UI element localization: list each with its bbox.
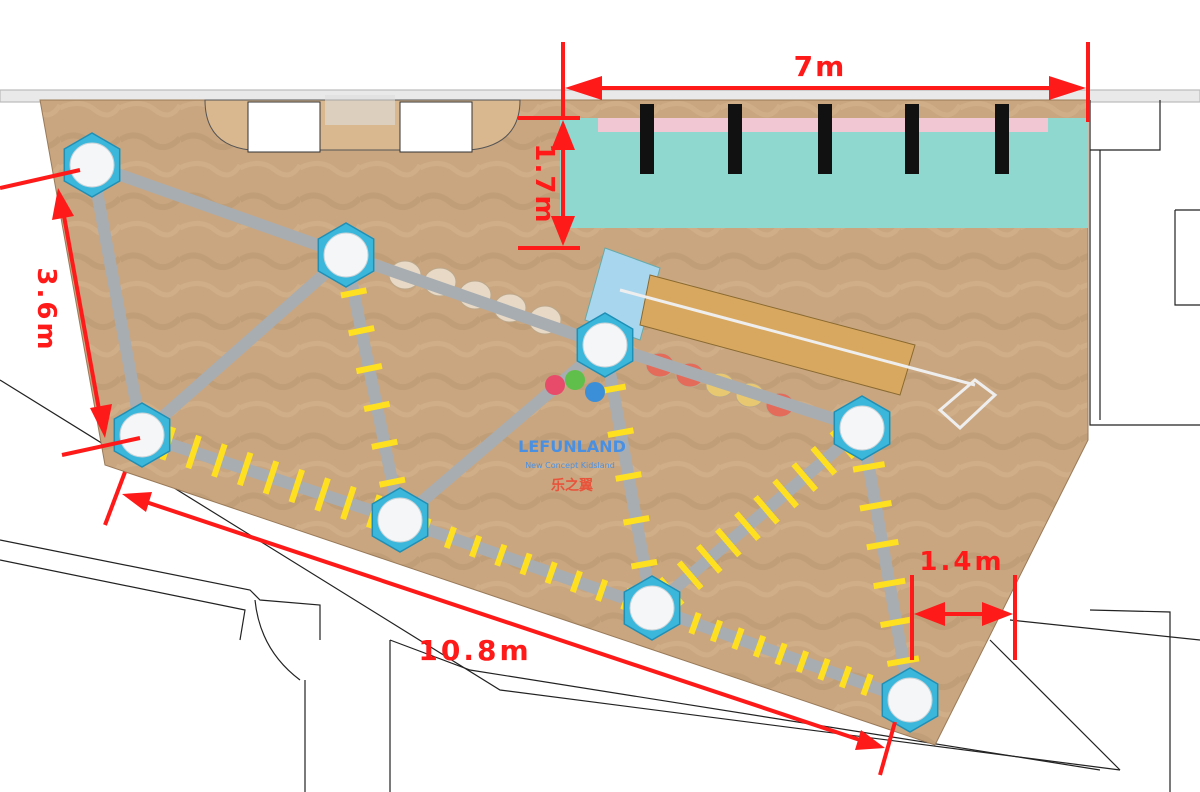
yellow-steps bbox=[159, 287, 920, 704]
dim-bottom-side: 10.8m bbox=[418, 634, 531, 667]
wall-cabinets bbox=[204, 95, 521, 153]
step-e-g-4 bbox=[623, 515, 650, 526]
platform-e bbox=[576, 312, 634, 378]
step-g-f-9 bbox=[810, 445, 838, 476]
step-f-h-2 bbox=[859, 499, 892, 512]
ball-pool bbox=[560, 104, 1088, 228]
platform-d bbox=[371, 487, 429, 553]
logo-tagline: New Concept Kidsland bbox=[525, 461, 615, 470]
step-g-h-4 bbox=[731, 627, 745, 651]
dim-pool-depth: 1.7m bbox=[529, 143, 559, 224]
platform-g bbox=[623, 575, 681, 641]
step-g-f-8 bbox=[791, 462, 819, 492]
step-b-d-5 bbox=[371, 438, 398, 450]
platform-c bbox=[113, 402, 171, 468]
step-d-g-6 bbox=[544, 561, 558, 585]
step-g-f-6 bbox=[753, 494, 780, 525]
beam-b-c bbox=[136, 249, 352, 441]
step-b-d-1 bbox=[340, 287, 368, 299]
step-d-g-5 bbox=[519, 552, 533, 576]
step-f-h-4 bbox=[873, 577, 906, 590]
beam-f-h bbox=[856, 422, 916, 706]
step-c-d-3 bbox=[211, 443, 228, 478]
logo-chinese: 乐之翼 bbox=[551, 477, 593, 494]
step-d-g-7 bbox=[569, 570, 583, 593]
platform-h bbox=[881, 667, 939, 733]
step-c-d-5 bbox=[262, 460, 280, 495]
step-f-h-1 bbox=[852, 461, 886, 473]
dim-right-gap: 1.4m bbox=[919, 547, 1004, 577]
step-d-g-4 bbox=[494, 543, 508, 567]
step-g-h-2 bbox=[688, 611, 702, 635]
step-d-g-3 bbox=[469, 535, 483, 558]
beam-b-e bbox=[340, 249, 611, 351]
step-d-g-8 bbox=[595, 579, 609, 602]
beam-a-b bbox=[86, 159, 352, 261]
step-b-d-4 bbox=[363, 400, 391, 412]
step-e-g-5 bbox=[630, 558, 658, 570]
step-g-h-9 bbox=[838, 665, 853, 689]
play-floor bbox=[39, 99, 1089, 746]
step-c-d-8 bbox=[340, 485, 357, 521]
beam-a-c bbox=[86, 159, 148, 441]
step-b-d-2 bbox=[348, 325, 375, 337]
step-e-g-2 bbox=[607, 427, 634, 438]
step-b-d-3 bbox=[355, 363, 383, 375]
step-f-h-5 bbox=[880, 616, 913, 629]
platform-f bbox=[833, 395, 891, 461]
step-g-h-6 bbox=[774, 642, 788, 666]
dim-top-width: 7m bbox=[794, 50, 847, 83]
step-g-f-2 bbox=[676, 560, 704, 591]
step-g-h-8 bbox=[817, 657, 831, 681]
step-b-d-6 bbox=[378, 476, 406, 488]
step-f-h-3 bbox=[866, 538, 899, 551]
logo-brand: LEFUNLAND bbox=[518, 437, 626, 456]
step-g-h-5 bbox=[752, 634, 767, 658]
step-g-f-4 bbox=[715, 527, 742, 558]
step-e-g-3 bbox=[615, 471, 642, 482]
platform-b bbox=[317, 222, 375, 288]
step-g-f-5 bbox=[734, 511, 761, 542]
step-d-g-2 bbox=[443, 526, 457, 549]
step-g-h-3 bbox=[709, 619, 724, 643]
step-g-f-7 bbox=[772, 478, 799, 509]
platforms bbox=[63, 132, 939, 733]
step-g-h-10 bbox=[860, 673, 874, 697]
dim-left-side: 3.6m bbox=[31, 267, 61, 352]
beam-e-f bbox=[599, 339, 868, 434]
step-c-d-2 bbox=[185, 434, 202, 470]
logo: LEFUNLAND New Concept Kidsland 乐之翼 bbox=[518, 370, 626, 494]
step-c-d-6 bbox=[288, 468, 305, 504]
platform-a bbox=[63, 132, 121, 198]
beam-f-g bbox=[646, 422, 868, 614]
step-g-f-3 bbox=[695, 544, 723, 574]
step-c-d-7 bbox=[314, 477, 331, 512]
step-c-d-4 bbox=[237, 451, 254, 487]
dimension-lines bbox=[0, 42, 1090, 776]
beam-b-d bbox=[340, 249, 406, 526]
step-g-h-7 bbox=[795, 650, 810, 674]
